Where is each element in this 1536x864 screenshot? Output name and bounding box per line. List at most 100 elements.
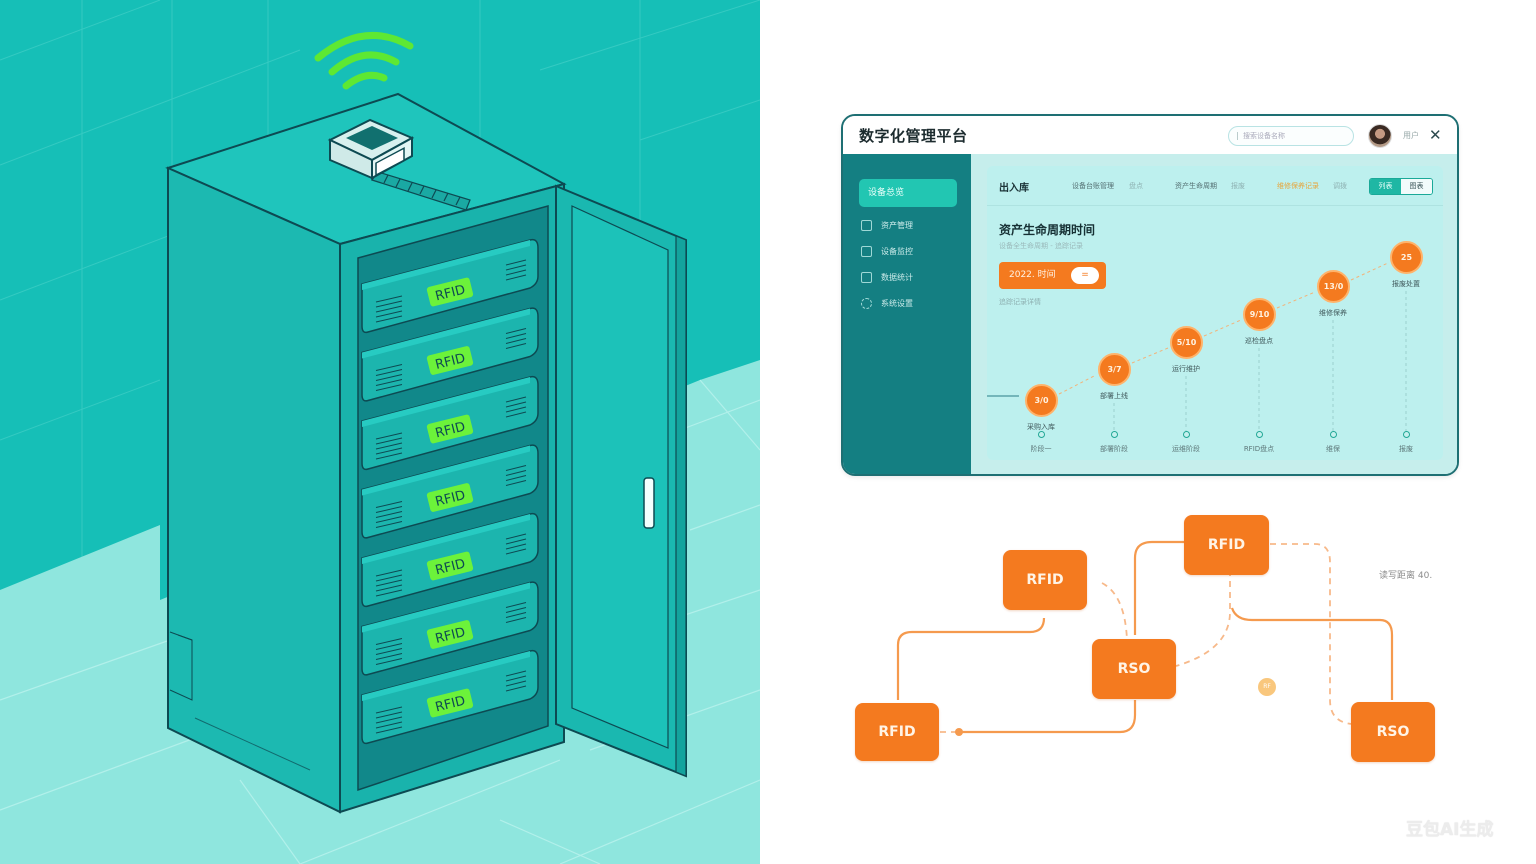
timeline-connectors xyxy=(987,262,1407,438)
dashboard-window: 数字化管理平台 搜索设备名称 用户 ✕ 设备总览 资产管理 设备监控 数据统计 … xyxy=(841,114,1459,476)
avatar[interactable] xyxy=(1368,124,1392,148)
main-panel: 出入库 设备台账管理 盘点 资产生命周期 报废 维修保养记录 调拨 列表 图表 … xyxy=(971,154,1457,474)
tab-inventory[interactable]: 盘点 xyxy=(1129,182,1143,190)
sidebar-item-label: 资产管理 xyxy=(881,221,913,230)
rfid-tag xyxy=(426,620,474,649)
rfid-tag-label: RFID xyxy=(434,625,467,647)
timeline-node[interactable]: 13/0 xyxy=(1317,270,1350,303)
timeline-connector xyxy=(1058,374,1097,395)
timeline-node[interactable]: 3/0 xyxy=(1025,384,1058,417)
rfid-tag xyxy=(426,277,474,307)
flow-note: 读写距离 40. xyxy=(1379,571,1433,581)
timeline-dot xyxy=(1183,431,1190,438)
sidebar-item-label: 设备监控 xyxy=(881,247,913,256)
rfid-tag-label: RFID xyxy=(434,694,467,716)
timeline-node[interactable]: 3/7 xyxy=(1098,353,1131,386)
view-toggle-list[interactable]: 列表 xyxy=(1370,179,1401,194)
tab-ledger[interactable]: 设备台账管理 xyxy=(1072,182,1114,190)
rfid-tag-label: RFID xyxy=(434,283,467,305)
tab-scrap[interactable]: 报废 xyxy=(1231,182,1245,190)
rack-unit: RFID xyxy=(361,307,539,402)
chart-note: 追踪记录详情 xyxy=(999,298,1041,306)
door-handle xyxy=(643,477,655,529)
timeline-node-label: 维修保养 xyxy=(1319,309,1347,317)
timeline-foot-label: 运维阶段 xyxy=(1172,445,1200,453)
connector-c-d-dashed xyxy=(1175,570,1231,667)
lifecycle-card: 出入库 设备台账管理 盘点 资产生命周期 报废 维修保养记录 调拨 列表 图表 … xyxy=(987,166,1443,460)
view-toggle[interactable]: 列表 图表 xyxy=(1369,178,1433,195)
timeline-foot-label: 报废 xyxy=(1399,445,1413,453)
document-icon xyxy=(861,220,872,231)
sidebar-item-assets[interactable]: 资产管理 xyxy=(861,218,913,234)
timeline-dot xyxy=(1403,431,1410,438)
date-filter-label: 2022. 时间 xyxy=(1009,270,1056,280)
sidebar-item-monitor[interactable]: 设备监控 xyxy=(861,244,913,260)
timeline-node[interactable]: 25 xyxy=(1390,241,1423,274)
chart-icon xyxy=(861,272,872,283)
timeline-connector xyxy=(1350,262,1389,281)
tab-maintenance[interactable]: 维修保养记录 xyxy=(1277,182,1319,190)
search-input[interactable]: 搜索设备名称 xyxy=(1228,126,1354,146)
rfid-tag-label: RFID xyxy=(434,488,467,510)
flow-node-d[interactable]: RSO xyxy=(1092,639,1176,699)
rfid-tag xyxy=(426,483,474,512)
rfid-tag-label: RFID xyxy=(434,351,467,373)
rfid-tag-label: RFID xyxy=(434,557,467,579)
tab-bar: 出入库 设备台账管理 盘点 资产生命周期 报废 维修保养记录 调拨 列表 图表 xyxy=(987,166,1443,206)
flow-node-e[interactable]: RSO xyxy=(1351,702,1435,762)
rfid-tag xyxy=(426,688,474,718)
timeline-node[interactable]: 5/10 xyxy=(1170,326,1203,359)
rfid-tag xyxy=(426,551,474,581)
timeline-dot xyxy=(1330,431,1337,438)
rack-unit: RFID xyxy=(361,444,539,539)
close-icon[interactable]: ✕ xyxy=(1429,126,1442,144)
timeline-connector xyxy=(1203,319,1242,337)
timeline-connector xyxy=(1276,291,1316,309)
sidebar-item-settings[interactable]: 系统设置 xyxy=(861,296,913,312)
timeline-foot-label: 部署阶段 xyxy=(1100,445,1128,453)
cabinet-side xyxy=(167,166,341,814)
filter-toggle[interactable]: = xyxy=(1071,267,1099,284)
flow-node-b[interactable]: RFID xyxy=(855,703,939,761)
timeline-node-label: 运行维护 xyxy=(1172,365,1200,373)
flow-node-a[interactable]: RFID xyxy=(1003,550,1087,610)
sidebar-item-overview[interactable]: 设备总览 xyxy=(859,179,957,207)
timeline-foot-label: 阶段一 xyxy=(1030,445,1052,453)
tab-inbound[interactable]: 出入库 xyxy=(999,183,1029,194)
connector-c-d xyxy=(1133,540,1185,635)
rfid-reader-device xyxy=(327,118,415,180)
tab-lifecycle[interactable]: 资产生命周期 xyxy=(1175,182,1217,190)
user-label[interactable]: 用户 xyxy=(1403,131,1419,140)
app-title: 数字化管理平台 xyxy=(859,127,968,145)
monitor-icon xyxy=(861,246,872,257)
connector-dot xyxy=(955,728,963,736)
timeline-connector xyxy=(1131,347,1169,364)
connector-a-b xyxy=(896,617,1046,700)
connector-c-e-dashed xyxy=(1270,543,1353,725)
rfid-tag xyxy=(426,414,474,444)
rfid-tag xyxy=(426,346,474,375)
sidebar-item-label: 数据统计 xyxy=(881,273,913,282)
flow-node-c[interactable]: RFID xyxy=(1184,515,1269,575)
date-filter-button[interactable]: 2022. 时间 = xyxy=(999,262,1106,289)
sidebar: 设备总览 资产管理 设备监控 数据统计 系统设置 xyxy=(843,154,971,474)
timeline-node[interactable]: 9/10 xyxy=(1243,298,1276,331)
view-toggle-chart[interactable]: 图表 xyxy=(1401,179,1432,194)
flow-connectors xyxy=(896,540,1394,736)
sidebar-item-stats[interactable]: 数据统计 xyxy=(861,270,913,286)
watermark: 豆包AI生成 xyxy=(1406,820,1494,840)
rack-unit: RFID xyxy=(361,375,539,471)
flow-badge: RF xyxy=(1258,678,1276,696)
rack-unit: RFID xyxy=(361,238,539,334)
connector-c-e xyxy=(1230,607,1394,700)
timeline-node-label: 采购入库 xyxy=(1027,423,1055,431)
sidebar-item-label: 系统设置 xyxy=(881,299,913,308)
wifi-icon xyxy=(314,32,414,90)
tab-transfer[interactable]: 调拨 xyxy=(1333,182,1347,190)
link-icon xyxy=(861,298,872,309)
